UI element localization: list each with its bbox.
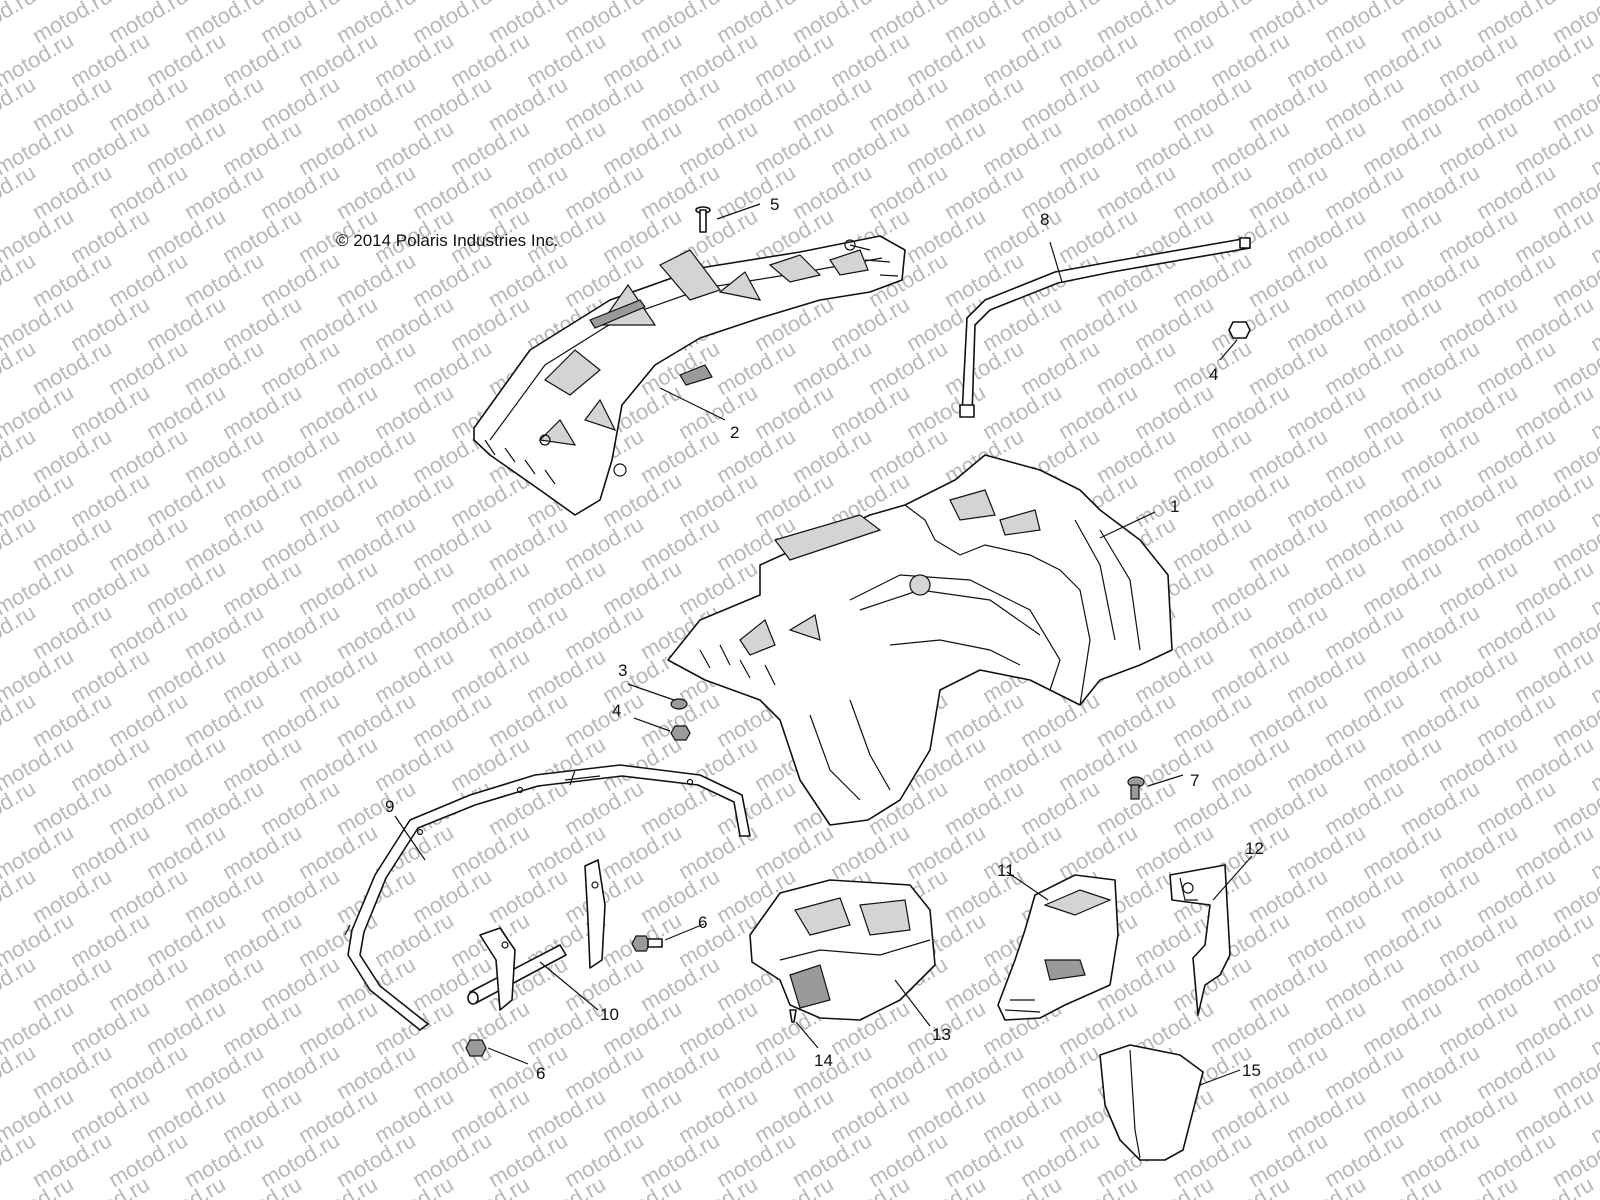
- bolt-part-6-lower: [465, 1039, 487, 1057]
- callout-11: 11: [997, 861, 1015, 880]
- callout-5: 5: [770, 195, 779, 214]
- nut-part-4-lower: [670, 725, 691, 741]
- nut-part-4-top: [1228, 321, 1251, 339]
- bolt-part-5: [695, 206, 711, 233]
- fender-liner-part-13: [749, 879, 936, 1021]
- callout-4-top: 4: [1209, 365, 1218, 384]
- panel-part-15: [1099, 1044, 1204, 1161]
- callout-9: 9: [385, 797, 394, 816]
- callout-8: 8: [1040, 210, 1049, 229]
- rear-rack-part-2: [473, 235, 906, 516]
- callout-labels: 5 8 4 2 1 3 4 7 9 12 11 6 10 13 14 15 6: [385, 195, 1264, 1083]
- grab-bar-part-8: [959, 237, 1251, 418]
- copyright-notice: © 2014 Polaris Industries Inc.: [336, 231, 558, 250]
- leader-lines: [394, 203, 1253, 1086]
- callout-2: 2: [730, 423, 739, 442]
- rear-fender-part-1: [667, 454, 1173, 826]
- callout-4-lower: 4: [612, 701, 621, 720]
- callout-1: 1: [1170, 497, 1179, 516]
- callout-3: 3: [618, 661, 627, 680]
- callout-14: 14: [814, 1051, 833, 1070]
- mud-flap-part-11: [997, 874, 1119, 1021]
- watermark-text: motod.ru: [0, 1171, 2, 1200]
- callout-7: 7: [1190, 771, 1199, 790]
- callout-12: 12: [1245, 839, 1264, 858]
- callout-10: 10: [600, 1005, 619, 1024]
- bolt-part-6-upper: [631, 935, 663, 952]
- callout-13: 13: [932, 1025, 951, 1044]
- callout-6-upper: 6: [698, 913, 707, 932]
- side-shield-part-12: [1169, 864, 1231, 1016]
- lower-rail-part-9: [344, 764, 751, 1031]
- screw-part-7: [1127, 776, 1145, 800]
- bracket-part-10: [467, 859, 606, 1011]
- callout-6-lower: 6: [536, 1064, 545, 1083]
- callout-15: 15: [1242, 1061, 1261, 1080]
- washer-part-3: [670, 698, 688, 710]
- clip-part-14: [789, 1009, 797, 1023]
